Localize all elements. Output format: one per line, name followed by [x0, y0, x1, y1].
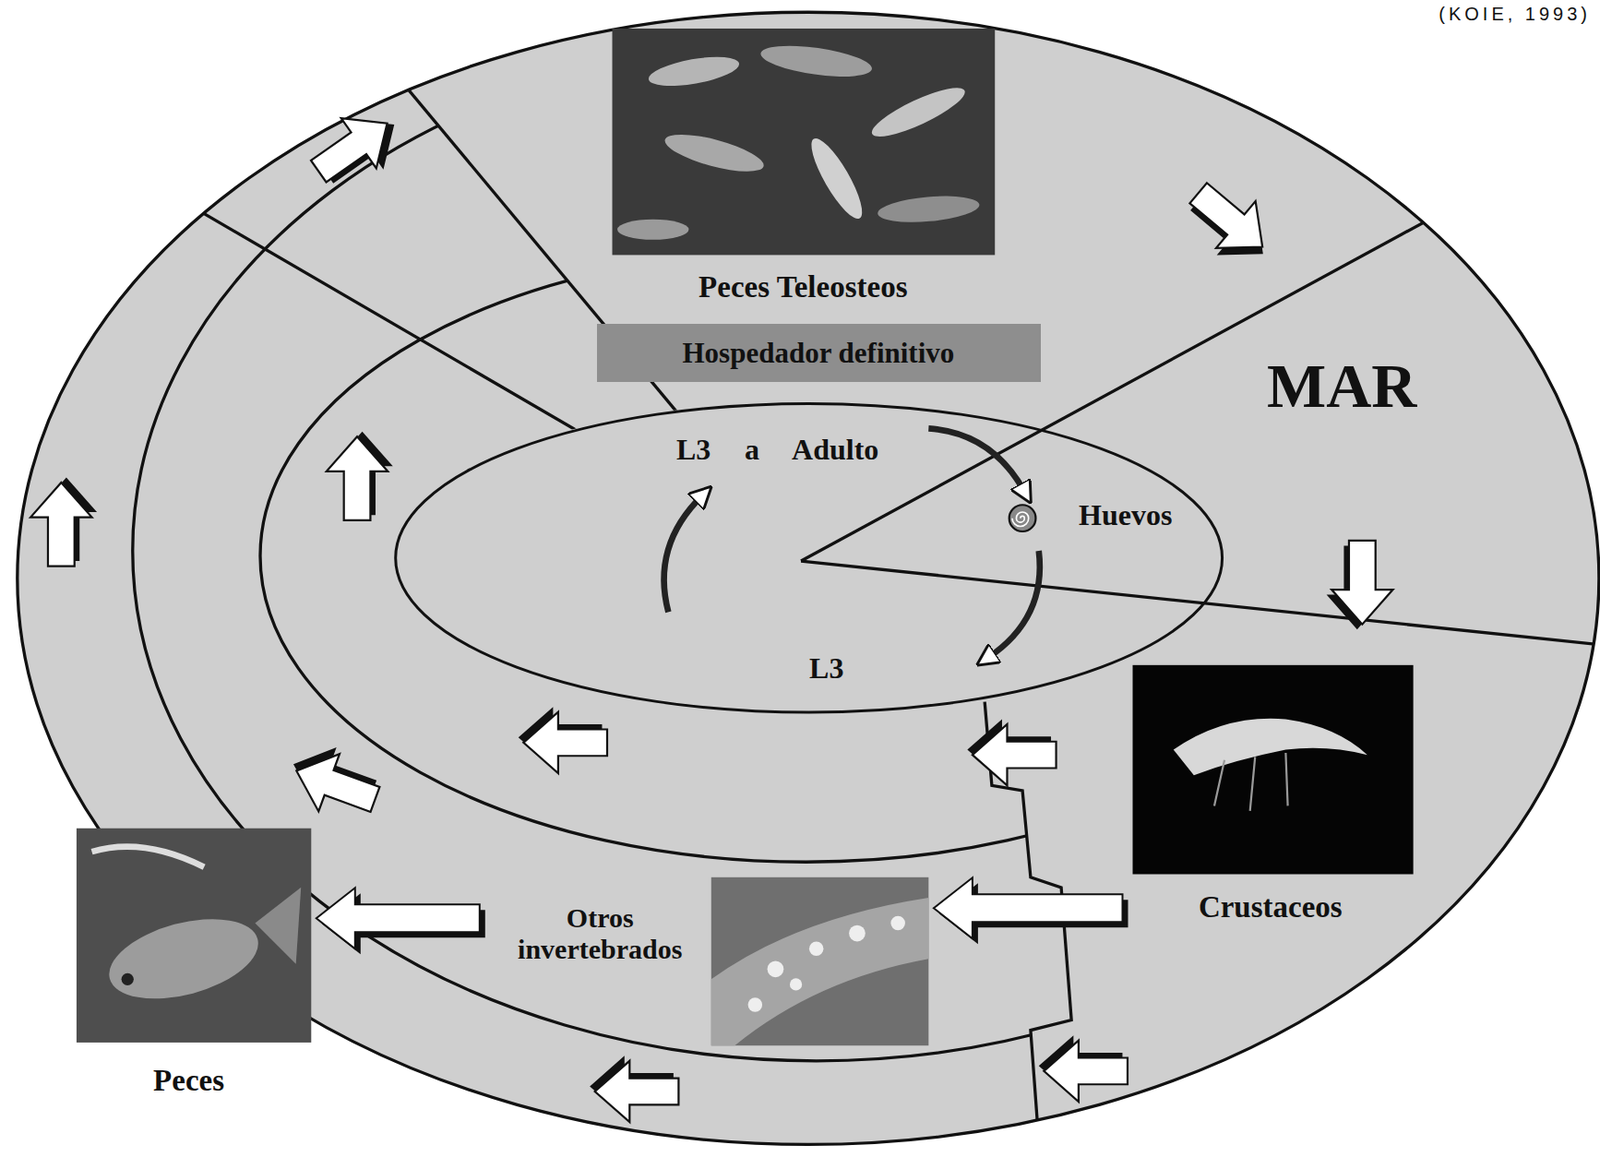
photo-node: Peces: [71, 826, 316, 1108]
curved-arrow: [664, 495, 703, 612]
ellipse-outline: [394, 403, 1222, 713]
node-caption: Otros invertebrados: [492, 901, 707, 966]
source-note: (KOIE, 1993): [1438, 3, 1591, 25]
sea-ellipse: [17, 11, 1600, 1145]
block-arrow: [30, 477, 97, 566]
arrow-body: [933, 877, 1123, 939]
flow-arrow: [316, 887, 486, 955]
stage-label: Huevos: [1078, 498, 1172, 533]
block-arrow: [1326, 540, 1394, 630]
photo-node: Otros invertebrados: [479, 872, 934, 1052]
block-arrow: [1175, 169, 1287, 278]
curved-arrow: [987, 550, 1039, 658]
block-arrow: [300, 95, 412, 201]
flow-arrow: [933, 877, 1129, 944]
curved-arrow: [928, 428, 1025, 492]
node-caption: Crustaceos: [1198, 890, 1343, 926]
block-arrow: [281, 735, 388, 828]
sector-line: [800, 561, 1600, 645]
node-caption: Peces Teleosteos: [698, 270, 908, 306]
starfish-photo: [711, 877, 930, 1046]
region-label: MAR: [1266, 349, 1417, 422]
host-box: Hospedador definitivo: [597, 323, 1041, 383]
stage-label: L3: [809, 651, 844, 686]
block-arrow: [967, 718, 1056, 786]
photo-node: Crustaceos: [1122, 663, 1423, 940]
block-arrow: [1038, 1035, 1128, 1102]
crustacean-photo: [1133, 665, 1414, 875]
arrow-body: [316, 887, 480, 949]
block-arrow: [589, 1055, 679, 1123]
fish-photo: [76, 828, 311, 1043]
node-caption: Peces: [153, 1063, 225, 1099]
egg-symbol: [1009, 504, 1037, 532]
stage-ellipse: L3 a AdultoHuevosL3: [393, 401, 1225, 716]
block-arrow: [518, 706, 608, 774]
block-arrow: [326, 431, 394, 521]
photo-node: Peces Teleosteos: [601, 25, 1005, 317]
node-caption: L3 a Adulto: [676, 431, 879, 466]
fish-school-photo: [612, 28, 996, 255]
node-caption: Hospedador definitivo: [681, 336, 955, 371]
